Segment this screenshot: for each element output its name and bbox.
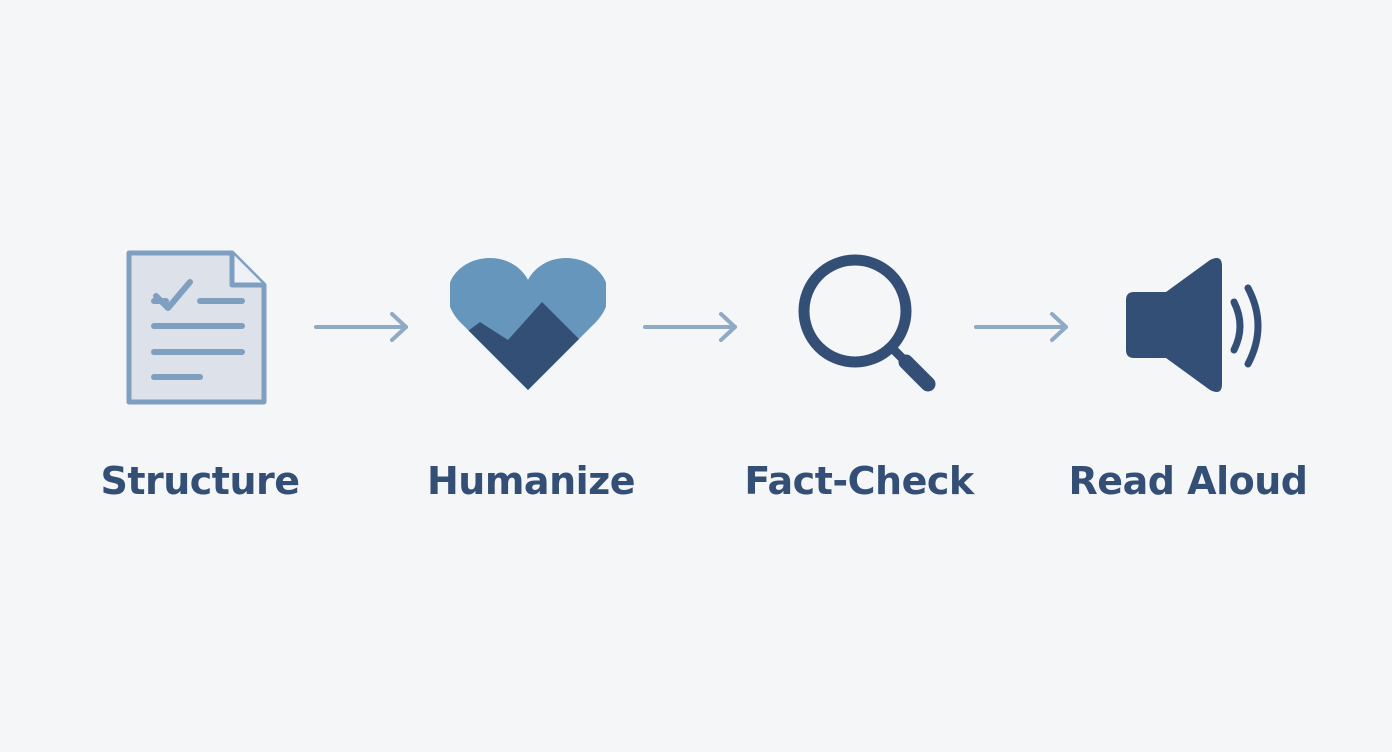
document-checklist-icon <box>126 250 267 405</box>
heart-icon <box>450 258 606 390</box>
arrow-icon <box>314 312 408 342</box>
magnifying-glass-icon <box>798 254 936 392</box>
speaker-icon <box>1126 258 1262 392</box>
step-label-humanize: Humanize <box>426 459 636 503</box>
step-label-structure: Structure <box>100 459 300 503</box>
step-label-read-aloud: Read Aloud <box>1068 459 1308 503</box>
step-label-fact-check: Fact-Check <box>744 459 974 503</box>
arrow-icon <box>643 312 737 342</box>
arrow-icon <box>974 312 1068 342</box>
